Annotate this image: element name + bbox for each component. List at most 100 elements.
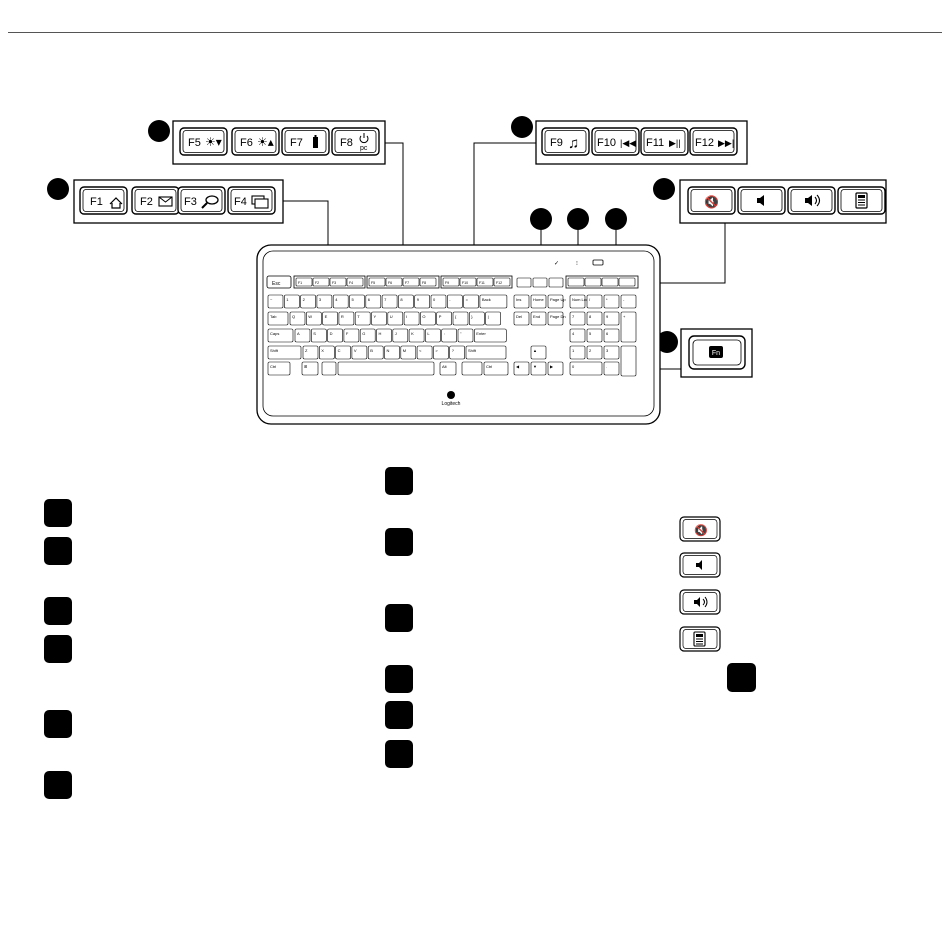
keyboard-key (332, 294, 349, 309)
keyboard-key-label: * (606, 297, 608, 302)
keyboard-key (301, 361, 319, 376)
keyboard-key (530, 311, 547, 326)
legend-tile-10 (385, 665, 413, 693)
keyboard-key-label: W (308, 314, 312, 319)
keyboard-key (446, 294, 463, 309)
keyboard-body: Esc F1 F2 F3 F4 F5 F6 F7 F8 F9 F10 F11 F… (256, 244, 661, 425)
keyboard-key (335, 345, 351, 360)
callout-7 (567, 208, 589, 230)
keyboard-key-label: . (606, 364, 607, 369)
keyboard-key-label: Enter (476, 331, 486, 336)
keyboard-key (569, 345, 586, 360)
keyboard-key (267, 361, 291, 376)
f6-key: F6 ☀▴ (231, 127, 280, 156)
power-icon (359, 133, 369, 144)
callout-1 (47, 178, 69, 200)
svg-text:Logitech: Logitech (442, 401, 461, 407)
keyboard-key-label: 4 (572, 331, 575, 336)
keyboard-key-label: 7 (384, 297, 387, 302)
keyboard-key-label: Home (533, 297, 544, 302)
svg-text:F4: F4 (349, 281, 353, 285)
f3-key: F3 (177, 186, 226, 215)
legend-tile-8 (385, 528, 413, 556)
keyboard-key-label: { (455, 314, 457, 319)
svg-text:F9: F9 (550, 137, 563, 149)
group-display: F5 ☀▾ F6 ☀▴ F7 F8 pc (148, 120, 386, 165)
f7-key: F7 (281, 127, 330, 156)
keyboard-key (547, 294, 564, 309)
keyboard-key-label: U (390, 314, 393, 319)
mute-key: 🔇 (687, 186, 736, 215)
svg-text:F3: F3 (184, 196, 197, 208)
keyboard-key (354, 311, 371, 326)
callout-3 (511, 116, 533, 138)
svg-text:F11: F11 (646, 137, 664, 149)
keyboard-key-label: P (439, 314, 442, 319)
keyboard-key (267, 294, 284, 309)
keyboard-key-label: 8 (589, 314, 592, 319)
keyboard-key-label: ~ (270, 297, 273, 302)
keyboard-key (408, 328, 425, 343)
legend-tile-5 (44, 710, 72, 738)
callout-2 (148, 120, 170, 142)
svg-text:F2: F2 (140, 196, 153, 208)
calculator-icon (855, 192, 868, 209)
keyboard-key (513, 361, 530, 376)
svg-text:F3: F3 (332, 281, 336, 285)
f10-key: F10 |◀◀ (591, 127, 640, 156)
f5-key: F5 ☀▾ (179, 127, 228, 156)
keyboard-key (338, 311, 355, 326)
keyboard-key (371, 311, 387, 326)
keyboard-key (569, 328, 586, 343)
keyboard-key (398, 294, 414, 309)
keyboard-key (403, 311, 420, 326)
keyboard-key-label: H (379, 331, 382, 336)
keyboard-key-label: K (411, 331, 414, 336)
svg-text:F1: F1 (90, 196, 103, 208)
keyboard-key (283, 294, 300, 309)
keyboard-key (289, 311, 306, 326)
next-track-icon: ▶▶| (718, 138, 734, 148)
keyboard-key-label: 8 (400, 297, 403, 302)
keyboard-key-label: 0 (433, 297, 436, 302)
svg-text:F6: F6 (388, 281, 392, 285)
keyboard-key-label: 6 (368, 297, 371, 302)
keyboard-key (376, 328, 392, 343)
keyboard-key-label: Alt (442, 364, 448, 369)
keyboard-key-label: ▲ (533, 348, 537, 353)
keyboard-key (300, 294, 316, 309)
keyboard-key (425, 328, 441, 343)
keyboard-key-label: Num Lock (572, 297, 590, 302)
keyboard-key (439, 361, 457, 376)
f4-key: F4 (227, 186, 276, 215)
keyboard-key-label: - (449, 297, 451, 302)
keyboard-key-label: M (403, 348, 406, 353)
keyboard-key-label: Del (516, 314, 522, 319)
keyboard-key (327, 328, 343, 343)
keyboard-key (603, 294, 620, 309)
keyboard-key (414, 294, 431, 309)
keyboard-key-label: : (444, 331, 445, 336)
keyboard-key (479, 294, 508, 309)
keyboard-key-label: Shift (270, 348, 279, 353)
keyboard-key-label: 7 (572, 314, 575, 319)
keyboard-key-label: 5 (589, 331, 592, 336)
legend-tile-3 (44, 597, 72, 625)
keyboard-key (513, 311, 530, 326)
keyboard-key (569, 294, 586, 309)
keyboard-key (513, 294, 530, 309)
keyboard-key (321, 361, 337, 376)
keyboard-key (530, 345, 547, 360)
keyboard-key-label: A (297, 331, 300, 336)
keyboard-key (316, 294, 333, 309)
volume-up-key (787, 186, 836, 215)
keyboard-key-label: 9 (606, 314, 609, 319)
keyboard-key-label: } (471, 314, 473, 319)
svg-text:F9: F9 (445, 281, 449, 285)
callout-8 (605, 208, 627, 230)
fn-key (461, 361, 483, 376)
keyboard-key-label: D (330, 331, 333, 336)
keyboard-key (302, 345, 319, 360)
